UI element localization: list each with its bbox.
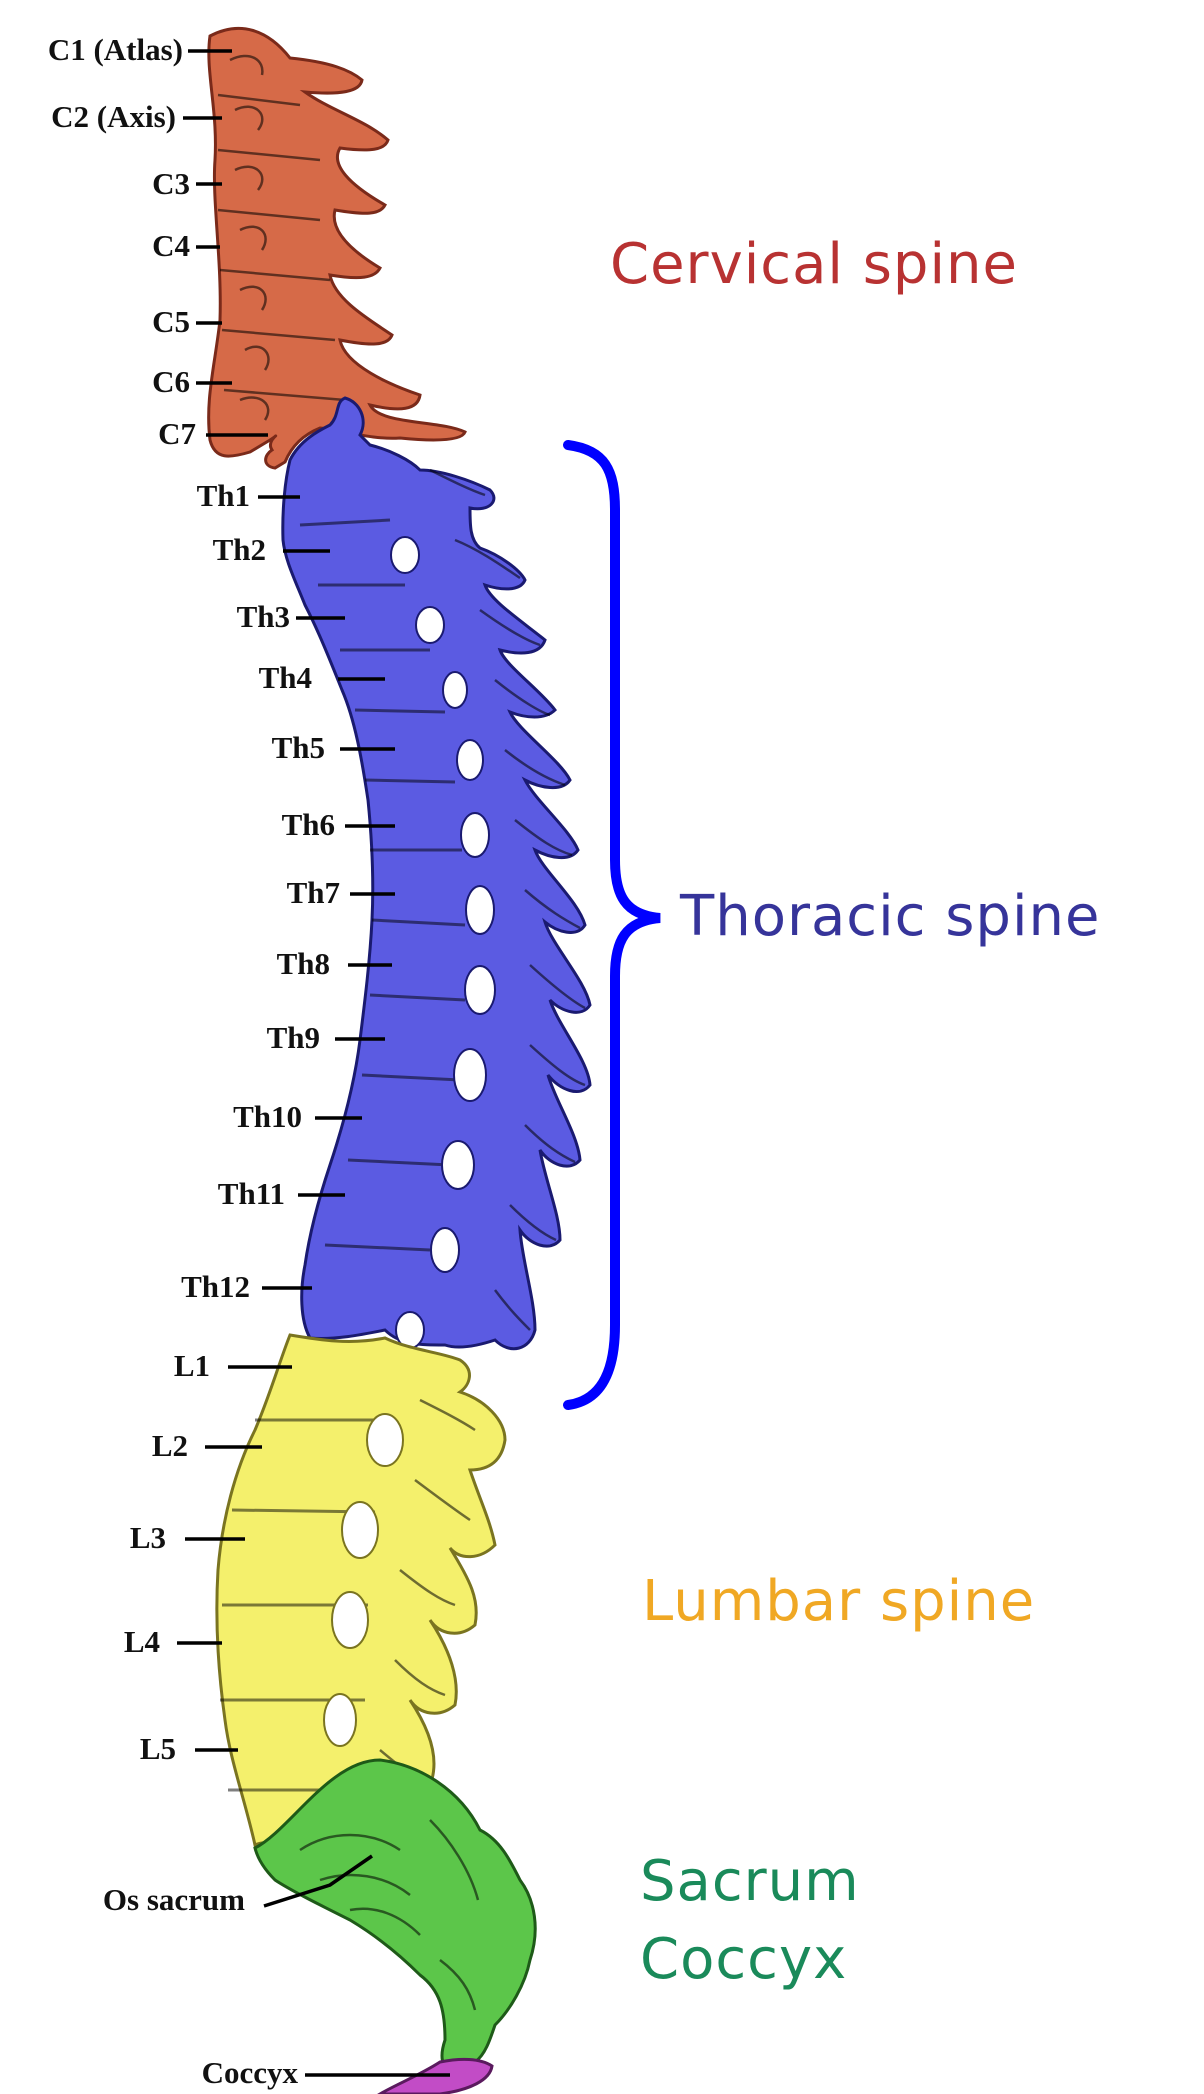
label-l3: L3: [130, 1520, 166, 1555]
thoracic-body: [283, 398, 590, 1349]
region-label-thoracic: Thoracic spine: [679, 884, 1100, 949]
label-c2: C2 (Axis): [51, 99, 176, 134]
label-th6: Th6: [282, 807, 335, 842]
label-c1: C1 (Atlas): [48, 32, 183, 67]
region-label-cervical: Cervical spine: [610, 232, 1018, 297]
cervical-body: [209, 28, 465, 468]
label-th12: Th12: [181, 1269, 250, 1304]
label-th10: Th10: [233, 1099, 302, 1134]
label-c3: C3: [152, 166, 190, 201]
label-l4: L4: [124, 1624, 160, 1659]
label-th5: Th5: [272, 730, 325, 765]
label-c4: C4: [152, 228, 190, 263]
label-c7: C7: [158, 416, 196, 451]
region-label-sacrum: Sacrum: [640, 1849, 860, 1914]
label-c6: C6: [152, 364, 190, 399]
label-th11: Th11: [218, 1176, 285, 1211]
cervical-vertebrae: [209, 28, 465, 468]
label-th8: Th8: [277, 946, 330, 981]
label-th7: Th7: [287, 875, 340, 910]
region-label-lumbar: Lumbar spine: [642, 1569, 1035, 1634]
region-label-coccyx: Coccyx: [640, 1927, 847, 1992]
label-l5: L5: [140, 1731, 176, 1766]
label-th4: Th4: [259, 660, 312, 695]
label-os-sacrum: Os sacrum: [103, 1882, 245, 1917]
region-labels: Cervical spine Thoracic spine Lumbar spi…: [610, 232, 1100, 1992]
label-l2: L2: [152, 1428, 188, 1463]
label-th2: Th2: [213, 532, 266, 567]
label-l1: L1: [174, 1348, 210, 1383]
thoracic-vertebrae: [283, 398, 590, 1349]
label-th9: Th9: [267, 1020, 320, 1055]
label-coccyx-bone: Coccyx: [202, 2055, 299, 2090]
label-th1: Th1: [197, 478, 250, 513]
label-c5: C5: [152, 304, 190, 339]
label-th3: Th3: [237, 599, 290, 634]
